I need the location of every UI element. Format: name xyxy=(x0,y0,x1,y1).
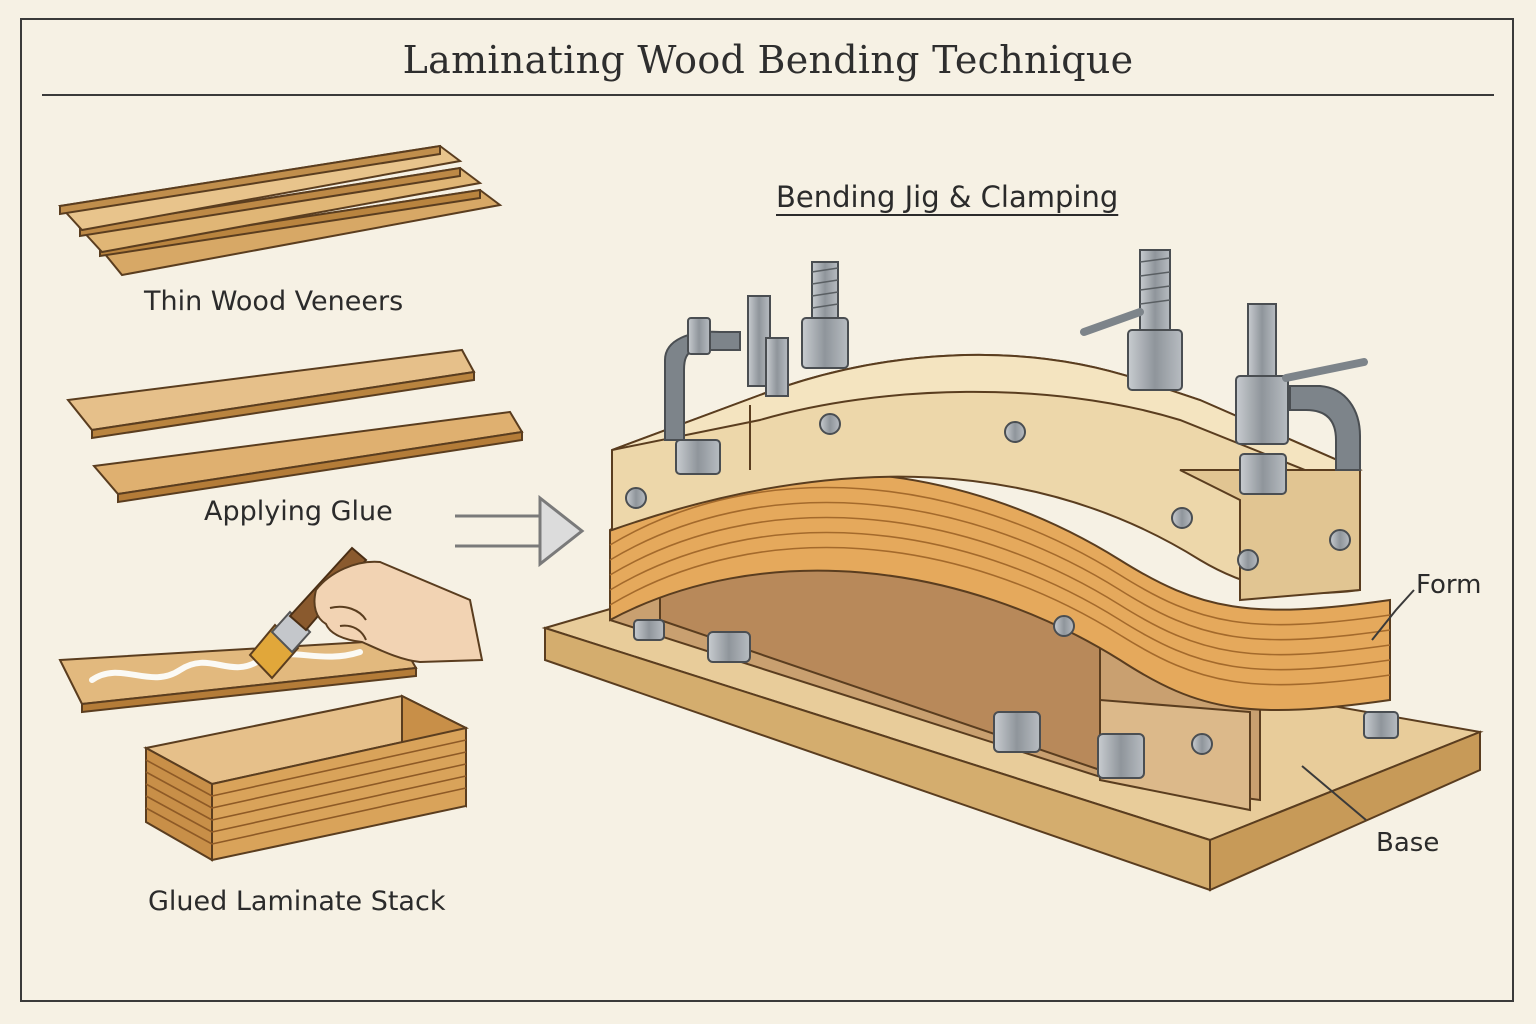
bent-laminate xyxy=(609,471,1391,712)
hand-icon xyxy=(313,560,484,664)
right-clamps xyxy=(1080,249,1368,495)
veneer-strips-illustration xyxy=(66,348,524,504)
label-thin-wood-veneers: Thin Wood Veneers xyxy=(144,286,404,317)
diagram-frame xyxy=(20,18,1514,1002)
callout-leaders xyxy=(1301,589,1415,821)
jig-heading: Bending Jig & Clamping xyxy=(776,180,1119,214)
laminate-stack-illustration xyxy=(143,694,469,862)
form-bolts xyxy=(625,413,1351,755)
veneer-stack-illustration xyxy=(58,144,503,277)
arrow-icon xyxy=(455,494,585,568)
label-applying-glue: Applying Glue xyxy=(204,496,393,527)
label-glued-laminate-stack: Glued Laminate Stack xyxy=(148,886,446,917)
base-nuts xyxy=(633,619,1399,779)
title-divider xyxy=(42,94,1494,96)
label-base: Base xyxy=(1376,828,1440,858)
bending-jig-illustration xyxy=(541,249,1484,892)
jig-upper-form xyxy=(611,354,1363,602)
glue-application-illustration xyxy=(58,546,484,714)
left-clamps xyxy=(664,261,849,475)
label-form: Form xyxy=(1416,570,1482,600)
page-title: Laminating Wood Bending Technique xyxy=(402,38,1134,82)
